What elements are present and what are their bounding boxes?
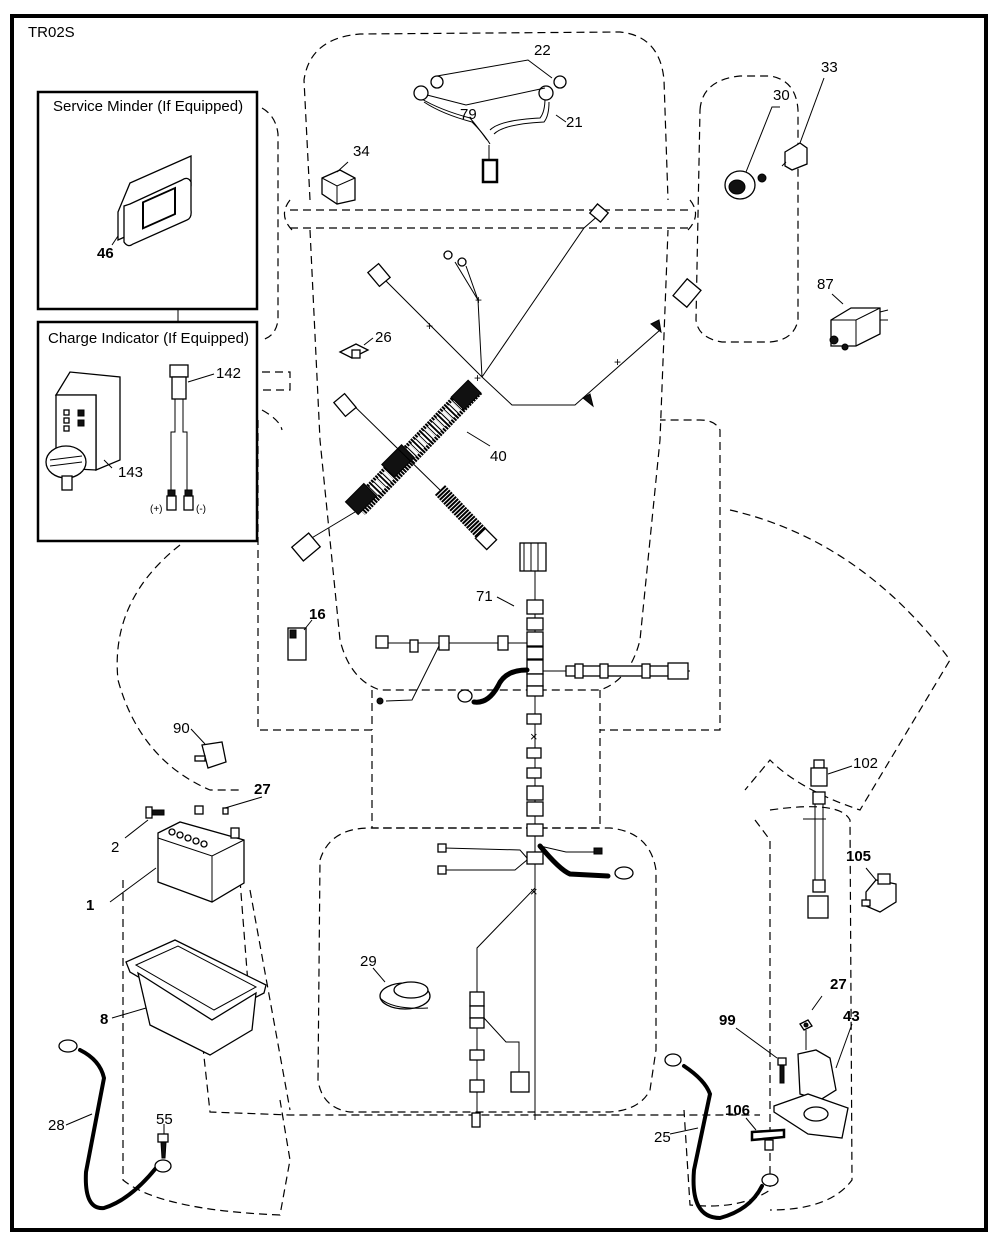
charge-indicator-harness (166, 364, 215, 511)
svg-text:+: + (614, 355, 621, 369)
callout-33: 33 (821, 59, 838, 76)
diagram-frame (10, 14, 988, 1232)
service-minder-part (111, 155, 192, 247)
inset-charge-indicator: Charge Indicator (If Equipped) 143 142 (36, 320, 259, 543)
callout-25: 25 (654, 1129, 671, 1146)
callout-40: 40 (490, 448, 507, 465)
inset-title: Charge Indicator (If Equipped) (48, 330, 249, 347)
main-harness-40: + + + + (290, 202, 702, 562)
callout-34: 34 (353, 143, 370, 160)
callout-28: 28 (48, 1117, 65, 1134)
callout-90: 90 (173, 720, 190, 737)
callout-142: 142 (216, 365, 241, 382)
callout-30: 30 (773, 87, 790, 104)
charge-indicator-part (45, 371, 121, 491)
svg-text:×: × (530, 884, 538, 899)
clip-106 (745, 1117, 786, 1151)
callout-105: 105 (846, 848, 871, 865)
callout-55: 55 (156, 1111, 173, 1128)
svg-text:×: × (530, 729, 538, 744)
tractor-outline (116, 31, 951, 1216)
svg-text:+: + (474, 371, 481, 385)
bolt-99 (735, 1027, 787, 1084)
diagram-code: TR02S (28, 24, 75, 41)
svg-text:+: + (475, 293, 482, 307)
callout-71: 71 (476, 588, 493, 605)
solenoid-43 (773, 995, 853, 1139)
callout-2: 2 (111, 839, 119, 856)
terminal-negative-label: (-) (196, 504, 206, 515)
terminal-positive-label: (+) (150, 504, 163, 515)
callout-29: 29 (360, 953, 377, 970)
callout-102: 102 (853, 755, 878, 772)
callout-79: 79 (460, 106, 477, 123)
battery-cable-25 (664, 1053, 779, 1221)
callout-43: 43 (843, 1008, 860, 1025)
battery-cable-28 (58, 1039, 172, 1211)
callout-143: 143 (118, 464, 143, 481)
ignition-switch-30 (724, 106, 780, 200)
callout-99: 99 (719, 1012, 736, 1029)
switch-87 (829, 293, 889, 351)
inset-service-minder: Service Minder (If Equipped) 46 (36, 90, 259, 311)
callout-22: 22 (534, 42, 551, 59)
inset-title: Service Minder (If Equipped) (53, 98, 243, 115)
switch-105 (861, 867, 897, 913)
battery-1 (109, 796, 263, 903)
headlight-harness (413, 59, 567, 184)
callout-27-solenoid: 27 (830, 976, 847, 993)
callout-106: 106 (725, 1102, 750, 1119)
relay-33 (781, 77, 825, 171)
harness-102 (803, 759, 853, 919)
connector-29 (372, 967, 431, 1010)
callout-27-battery: 27 (254, 781, 271, 798)
callout-1: 1 (86, 897, 94, 914)
connector-90 (190, 728, 227, 769)
callout-8: 8 (100, 1011, 108, 1028)
rear-harness-71: × × (375, 542, 690, 1128)
callout-21: 21 (566, 114, 583, 131)
switch-34 (321, 161, 356, 205)
bolt-55 (157, 1124, 169, 1159)
callout-26: 26 (375, 329, 392, 346)
callout-87: 87 (817, 276, 834, 293)
callout-16: 16 (309, 606, 326, 623)
relay-16 (287, 619, 313, 661)
battery-tray-8 (111, 939, 267, 1056)
fuse-26 (338, 337, 374, 359)
svg-text:+: + (426, 319, 433, 333)
callout-46: 46 (97, 245, 114, 262)
